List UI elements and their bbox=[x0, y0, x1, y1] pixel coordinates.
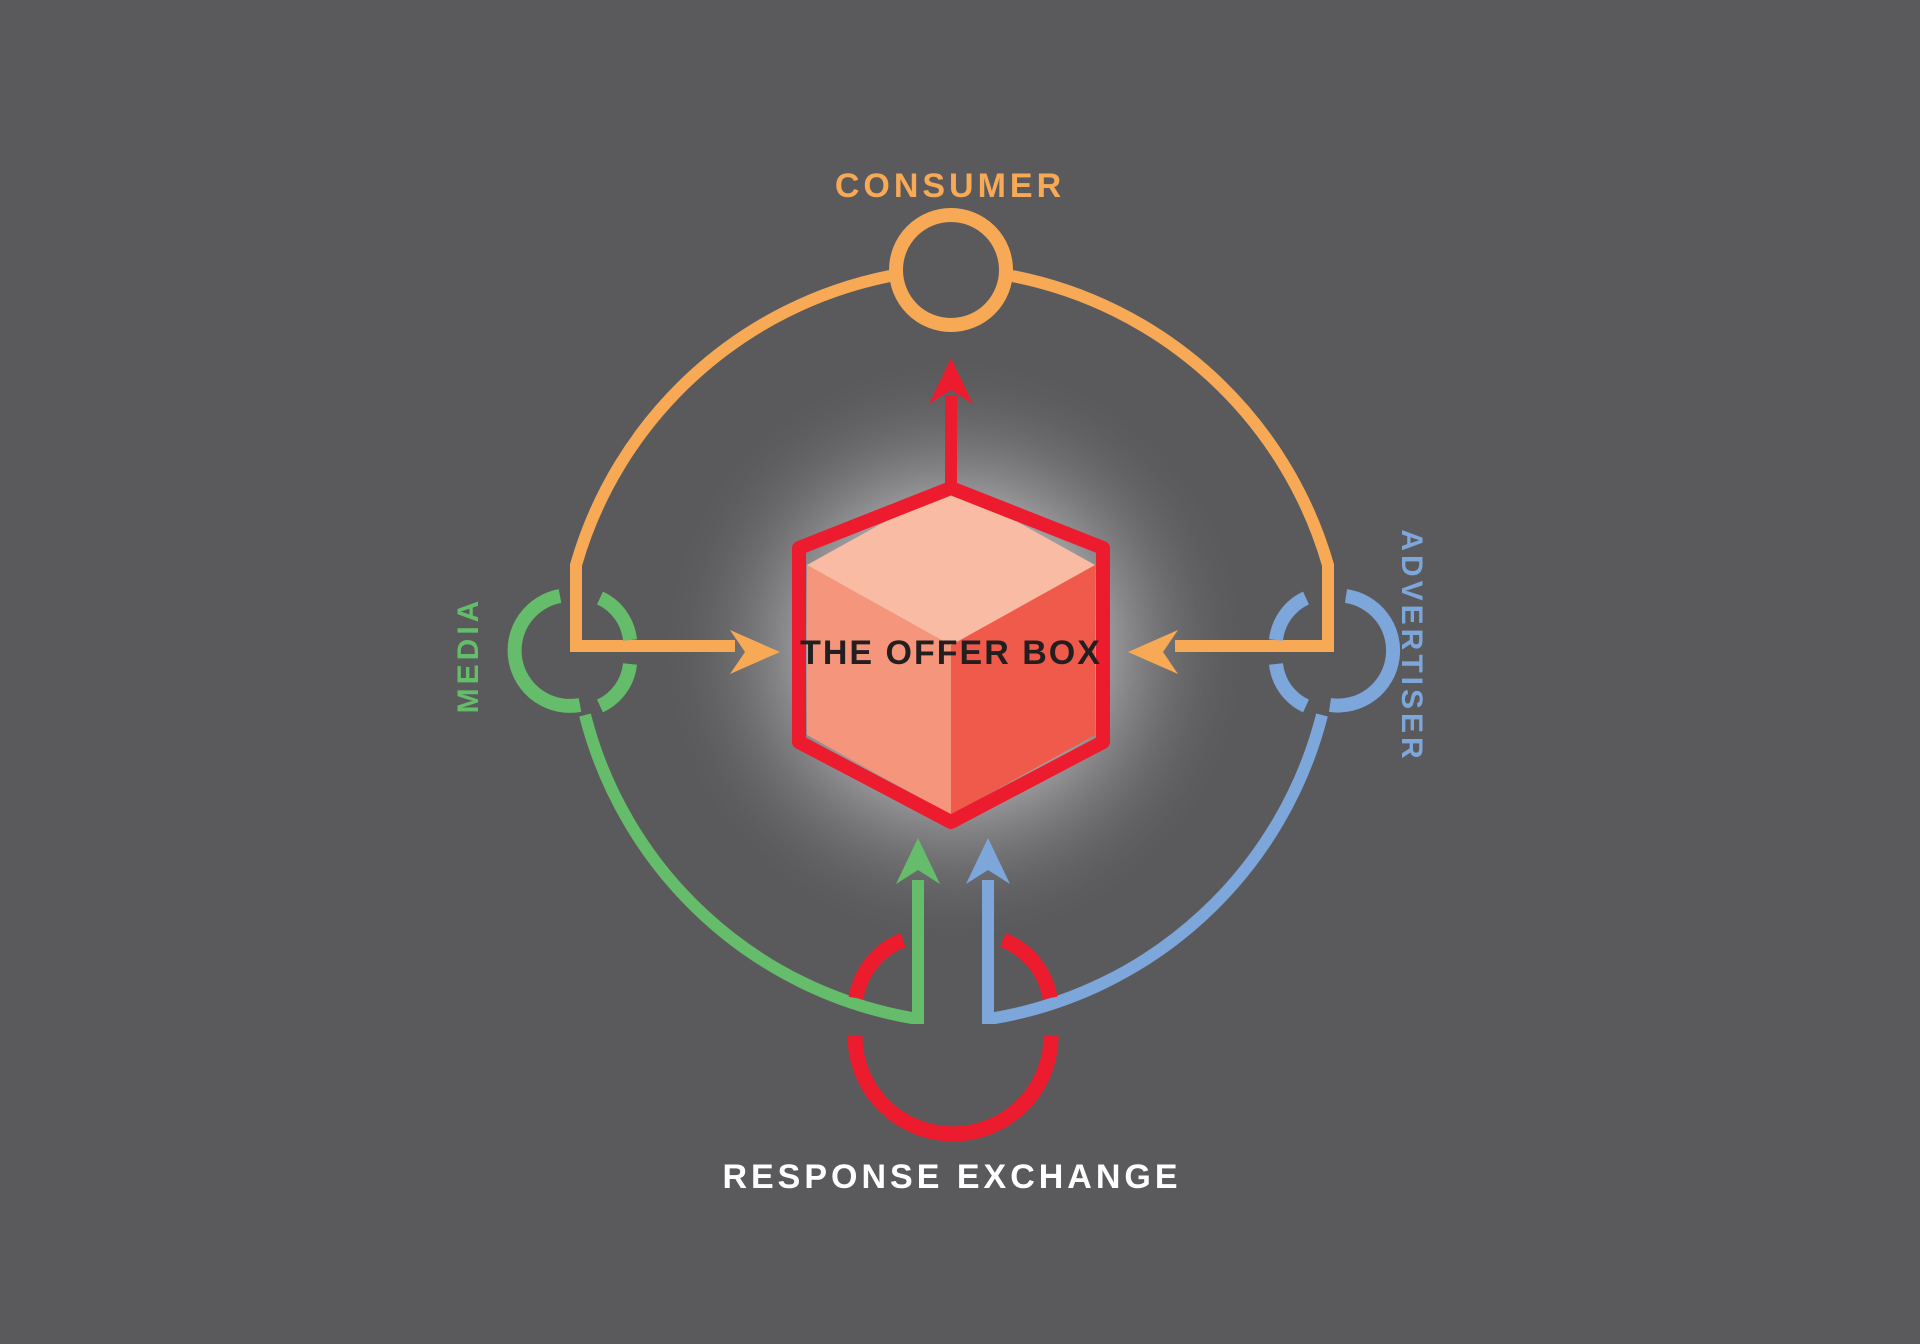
media-node-ring-bottom bbox=[596, 662, 637, 713]
cube-left-face bbox=[807, 565, 951, 815]
arrow-media-to-box bbox=[730, 630, 780, 674]
center-label: THE OFFER BOX bbox=[800, 634, 1102, 672]
consumer-arc bbox=[570, 270, 892, 652]
cube-outline bbox=[792, 481, 1110, 829]
media-label: MEDIA bbox=[452, 597, 485, 714]
advertiser-node-ring-bottom bbox=[1269, 662, 1310, 713]
arrow-advertiser-to-box bbox=[1128, 630, 1178, 674]
arrow-advertiser-up bbox=[966, 838, 1010, 884]
media-node-ring-right bbox=[596, 591, 637, 642]
arrow-box-to-consumer bbox=[929, 358, 973, 404]
consumer-node-ring bbox=[889, 208, 1013, 332]
cube-right-face bbox=[951, 565, 1095, 815]
advertiser-node-ring-left bbox=[1269, 591, 1310, 642]
response-node-ring-top-right bbox=[1000, 933, 1058, 1000]
advertiser-label: ADVERTISER bbox=[1395, 529, 1428, 762]
offer-box-cube bbox=[792, 481, 1110, 829]
response-node-ring-top-left bbox=[848, 933, 906, 1000]
cube-top-face bbox=[807, 485, 1095, 645]
advertiser-node-ring bbox=[1328, 589, 1401, 713]
response-exchange-label: RESPONSE EXCHANGE bbox=[722, 1158, 1181, 1196]
arrow-media-up bbox=[896, 838, 940, 884]
consumer-arc-right bbox=[1010, 270, 1334, 652]
response-node-ring-bottom bbox=[847, 1035, 1059, 1142]
advertiser-arc bbox=[982, 713, 1328, 1024]
media-arc bbox=[579, 713, 924, 1024]
consumer-label: CONSUMER bbox=[835, 167, 1065, 205]
media-node-ring bbox=[507, 589, 582, 713]
